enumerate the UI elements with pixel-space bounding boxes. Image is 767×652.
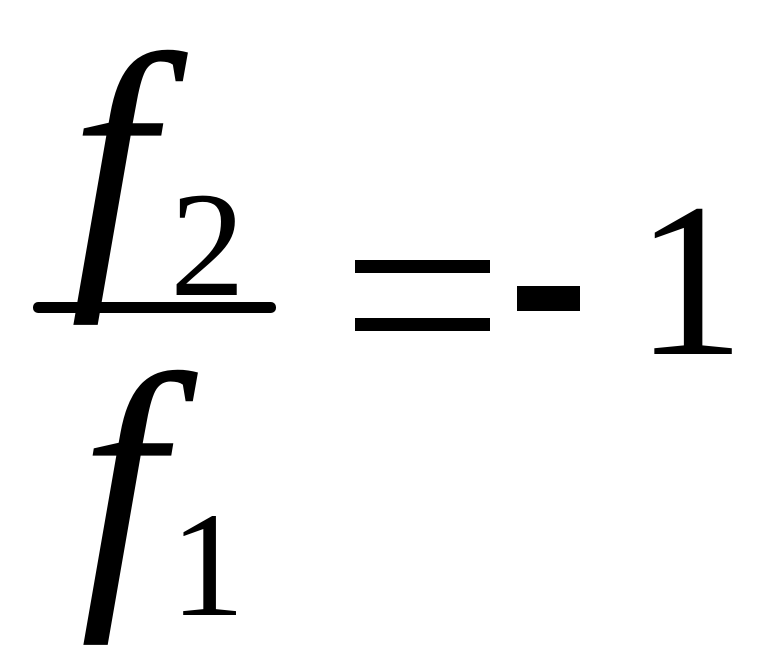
- numerator-symbol: f: [70, 0, 154, 326]
- rhs-value: 1: [635, 158, 745, 402]
- fraction-bar: [33, 302, 276, 313]
- denominator-subscript: 1: [170, 482, 245, 648]
- equals-top-bar: [355, 260, 490, 273]
- equals-bottom-bar: [355, 318, 490, 331]
- minus-sign: [517, 286, 580, 311]
- numerator-subscript: 2: [170, 162, 245, 328]
- denominator-symbol: f: [80, 314, 164, 646]
